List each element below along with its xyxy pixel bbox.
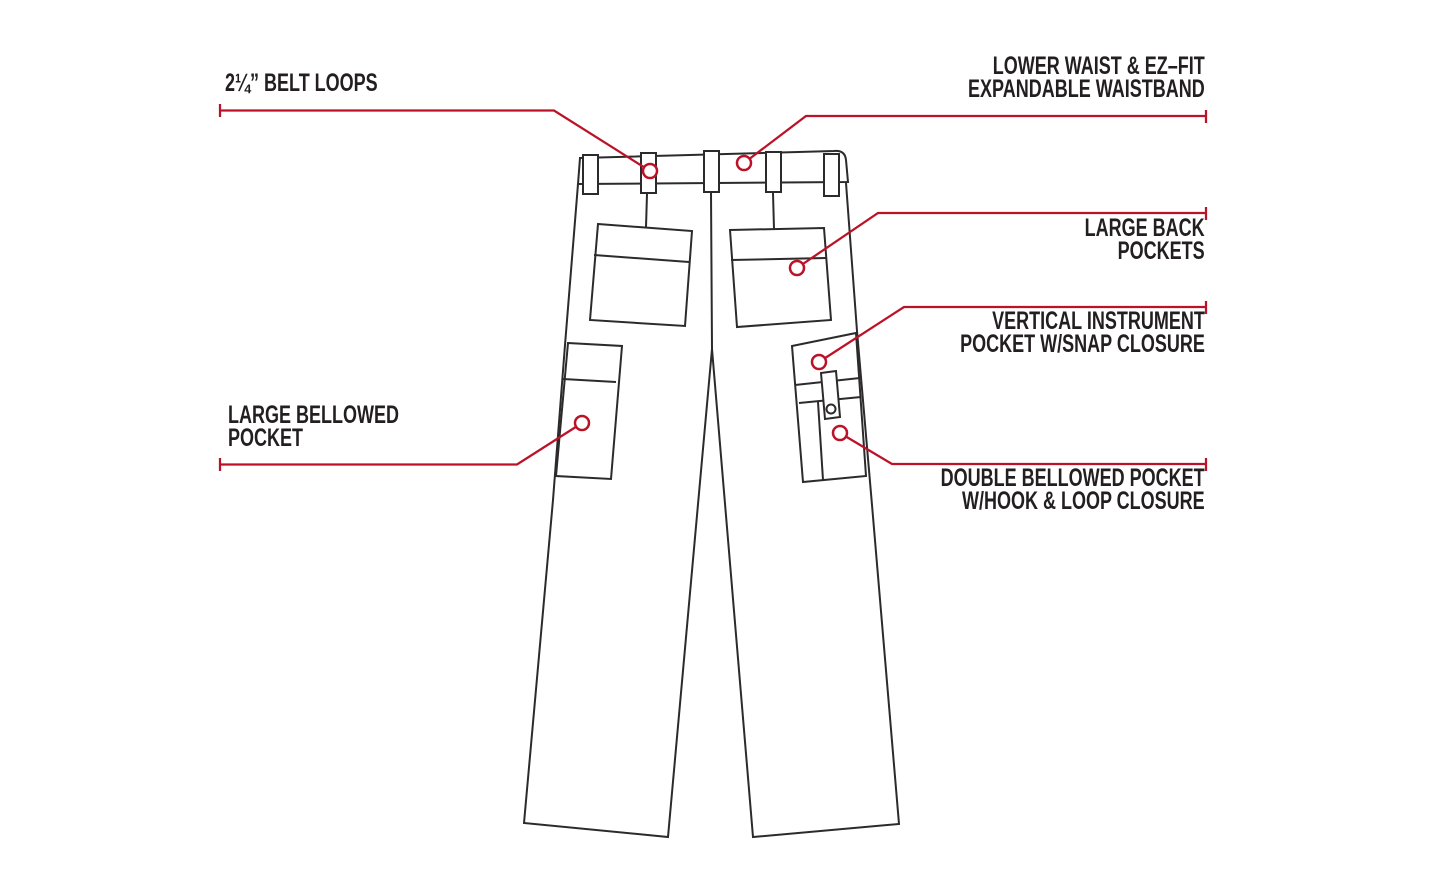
callout-line-large-bellowed bbox=[218, 422, 583, 471]
back-pocket-left bbox=[588, 222, 694, 328]
belt-loop-1 bbox=[582, 154, 599, 195]
cargo-pocket-left-flap-line bbox=[562, 378, 617, 383]
callout-line-back-pockets bbox=[796, 207, 1208, 269]
label-large-bellowed-pocket: LARGE BELLOWED POCKET bbox=[228, 401, 399, 452]
marker-double-bellowed bbox=[831, 424, 849, 442]
callout-line-double-bellowed bbox=[839, 432, 1208, 471]
marker-instrument-pocket bbox=[810, 353, 828, 371]
belt-loop-5 bbox=[823, 153, 840, 197]
label-large-bellowed-line2: POCKET bbox=[228, 424, 304, 452]
cargo-pocket-left bbox=[554, 341, 624, 481]
instrument-pocket bbox=[819, 369, 842, 421]
label-back-pockets-line1: LARGE BACK bbox=[1084, 214, 1205, 242]
label-back-pockets: LARGE BACK POCKETS bbox=[1084, 214, 1205, 265]
snap-detail bbox=[825, 403, 837, 415]
back-pocket-left-flap-line bbox=[593, 254, 690, 263]
label-belt-loops-text: 2¼” BELT LOOPS bbox=[225, 69, 378, 97]
belt-loop-4 bbox=[765, 151, 782, 193]
label-waistband-line1: LOWER WAIST & EZ–FIT bbox=[993, 52, 1205, 80]
label-instrument-pocket: VERTICAL INSTRUMENT POCKET W/SNAP CLOSUR… bbox=[960, 307, 1205, 358]
label-instrument-pocket-line1: VERTICAL INSTRUMENT bbox=[992, 307, 1205, 335]
back-pocket-right bbox=[728, 226, 833, 329]
marker-large-bellowed bbox=[573, 414, 591, 432]
callout-line-waistband bbox=[743, 110, 1208, 164]
label-waistband-line2: EXPANDABLE WAISTBAND bbox=[968, 75, 1205, 103]
marker-belt-loops bbox=[641, 162, 659, 180]
center-back-seam bbox=[710, 192, 713, 350]
cargo-pocket-right-divider bbox=[817, 401, 824, 481]
marker-back-pockets bbox=[788, 259, 806, 277]
label-large-bellowed-line1: LARGE BELLOWED bbox=[228, 401, 399, 429]
callout-line-instrument-pocket bbox=[818, 301, 1208, 363]
marker-waistband bbox=[735, 154, 753, 172]
label-double-bellowed-line2: W/HOOK & LOOP CLOSURE bbox=[962, 487, 1205, 515]
label-back-pockets-line2: POCKETS bbox=[1117, 237, 1205, 265]
callout-line-belt-loops bbox=[218, 104, 651, 172]
back-dart-left bbox=[645, 193, 648, 228]
label-double-bellowed-pocket: DOUBLE BELLOWED POCKET W/HOOK & LOOP CLO… bbox=[940, 464, 1205, 515]
label-double-bellowed-line1: DOUBLE BELLOWED POCKET bbox=[940, 464, 1205, 492]
label-waistband: LOWER WAIST & EZ–FIT EXPANDABLE WAISTBAN… bbox=[968, 52, 1205, 103]
label-belt-loops: 2¼” BELT LOOPS bbox=[225, 69, 378, 97]
back-dart-right bbox=[772, 192, 775, 230]
belt-loop-3 bbox=[703, 150, 720, 193]
label-instrument-pocket-line2: POCKET W/SNAP CLOSURE bbox=[960, 330, 1205, 358]
